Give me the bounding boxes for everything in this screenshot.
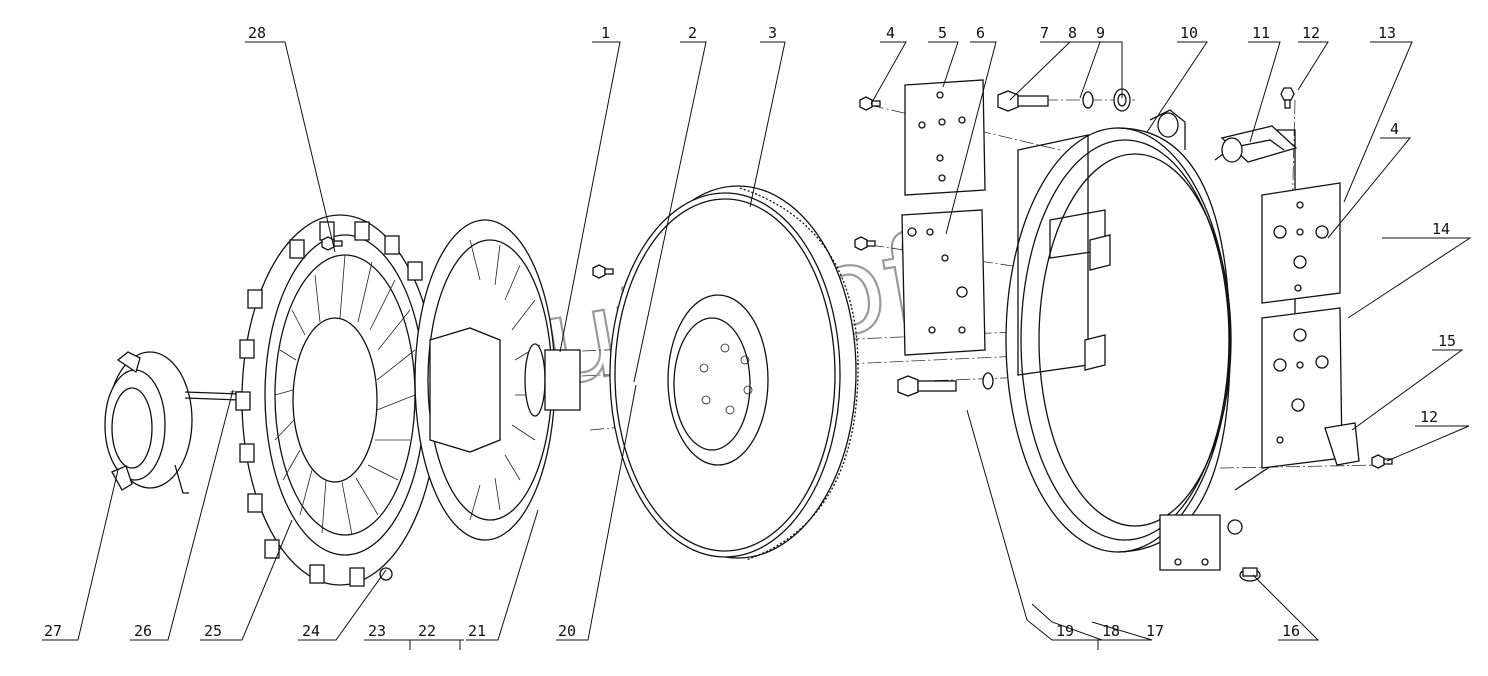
- callout-15: 15: [1438, 332, 1456, 350]
- callout-23: 23: [368, 622, 386, 640]
- callout-10: 10: [1180, 24, 1198, 42]
- drain-plug: [1239, 567, 1261, 582]
- side-plate-upper: [1261, 182, 1341, 304]
- callout-9: 9: [1096, 24, 1105, 42]
- callout-28: 28: [248, 24, 266, 42]
- callout-3: 3: [768, 24, 777, 42]
- small-bolt-top: [1280, 87, 1295, 109]
- callout-24: 24: [302, 622, 320, 640]
- callout-4-right: 4: [1390, 120, 1399, 138]
- callout-19: 19: [1056, 622, 1074, 640]
- callout-25: 25: [204, 622, 222, 640]
- callout-20: 20: [558, 622, 576, 640]
- mount-plate-lower: [901, 209, 986, 356]
- callout-8: 8: [1068, 24, 1077, 42]
- mount-plate-upper: [904, 79, 986, 196]
- release-bearing: [104, 351, 193, 494]
- callout-14: 14: [1432, 220, 1450, 238]
- callout-2: 2: [688, 24, 697, 42]
- small-cover: [1324, 422, 1360, 466]
- callout-13: 13: [1378, 24, 1396, 42]
- callout-26: 26: [134, 622, 152, 640]
- callout-22: 22: [418, 622, 436, 640]
- lifting-bracket: [1220, 125, 1298, 163]
- callout-27: 27: [44, 622, 62, 640]
- clutch-disc: [414, 219, 581, 541]
- pressure-plate-bolt: [379, 567, 393, 581]
- callout-11: 11: [1252, 24, 1270, 42]
- callout-18: 18: [1102, 622, 1120, 640]
- callout-1: 1: [601, 24, 610, 42]
- bracket-bolt-top: [859, 96, 881, 111]
- flywheel-housing: [1005, 109, 1296, 571]
- callout-6: 6: [976, 24, 985, 42]
- clutch-cover: [235, 214, 439, 587]
- callout-17: 17: [1146, 622, 1164, 640]
- callout-5: 5: [938, 24, 947, 42]
- small-bolt-bottom: [1371, 454, 1393, 469]
- callout-leaders: [42, 41, 1472, 650]
- callout-4-left: 4: [886, 24, 895, 42]
- callout-12-top: 12: [1302, 24, 1320, 42]
- callout-12-bottom: 12: [1420, 408, 1438, 426]
- callout-16: 16: [1282, 622, 1300, 640]
- callout-labels: 28 1 2 3 4 5 6 7 8 9 10 11 12 13 4 14 15…: [44, 24, 1456, 640]
- callout-21: 21: [468, 622, 486, 640]
- callout-7: 7: [1040, 24, 1049, 42]
- flywheel: [609, 185, 859, 561]
